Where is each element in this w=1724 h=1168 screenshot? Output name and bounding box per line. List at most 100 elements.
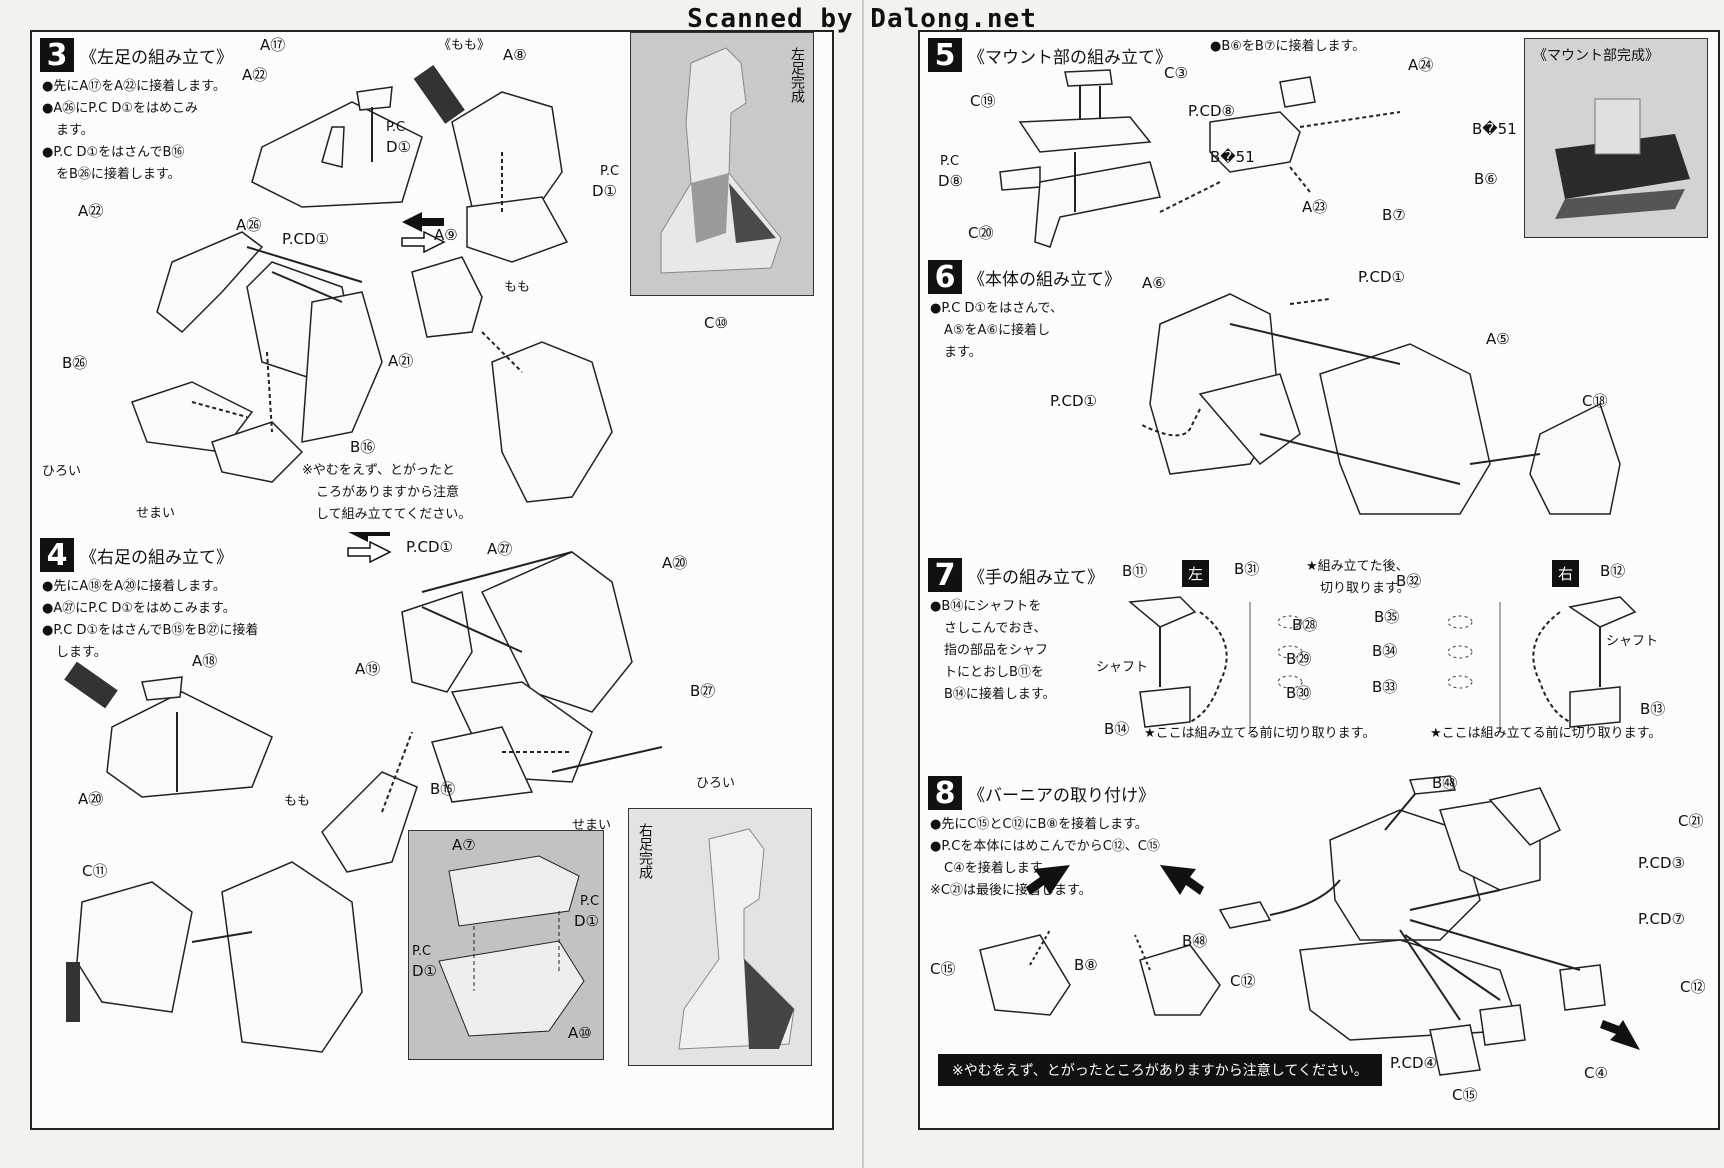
- step-title: 《バーニアの取り付け》: [968, 785, 1155, 806]
- part-label-b28: B㉘: [1292, 616, 1318, 634]
- part-label-b48: B㊽: [1432, 774, 1458, 792]
- shaft-label: シャフト: [1606, 634, 1659, 649]
- step-number: 7: [928, 558, 962, 593]
- step-number: 5: [928, 38, 962, 73]
- part-label-momo: もも: [504, 280, 531, 295]
- part-label-pcd4: P.CD④: [1390, 1054, 1437, 1072]
- part-label-b51: B�51: [1210, 148, 1255, 166]
- part-label-a19: A⑲: [355, 660, 381, 678]
- step-number: 6: [928, 260, 962, 295]
- mount-photo-image: [1555, 98, 1690, 219]
- part-label-pcd7: P.CD⑦: [1638, 910, 1685, 928]
- part-label-a22: A㉒: [78, 202, 104, 220]
- section-7-hands: 7 《手の組み立て》 ●B⑭にシャフトを さしこんでおき、 指の部品をシャフ ト…: [920, 552, 1716, 771]
- part-label-momo: 《もも》: [438, 38, 491, 53]
- section-7-diagram: [1128, 596, 1637, 732]
- left-page: 3 《左足の組み立て》 ●先にA⑰をA㉒に接着します。 ●A㉖にP.C D①をは…: [30, 30, 834, 1130]
- section-7-header: 7 《手の組み立て》: [928, 558, 1104, 593]
- part-label-pc: P.C: [412, 944, 432, 959]
- part-label-c18: C⑱: [1582, 392, 1608, 410]
- part-label-b12: B⑫: [1600, 562, 1626, 580]
- part-label-b34: B㉞: [1372, 642, 1398, 660]
- section-5-diagram: [999, 69, 1401, 248]
- photo-caption: 右足完成: [637, 823, 653, 879]
- part-label-a17: A⑰: [260, 36, 286, 54]
- part-label-pcd1: P.CD①: [406, 538, 453, 556]
- shaft-label: シャフト: [1096, 660, 1149, 675]
- part-label-b7: B⑦: [1382, 206, 1406, 224]
- step-instructions: ●B⑭にシャフトを さしこんでおき、 指の部品をシャフ トにとおしB⑪を B⑭に…: [930, 599, 1056, 702]
- section-8-diagram: [979, 775, 1640, 1076]
- part-label-d1: D①: [386, 138, 411, 156]
- part-label-a20: A⑳: [78, 790, 104, 808]
- right-leg-complete-photo: 右足完成: [628, 808, 812, 1066]
- part-label-b35: B㉟: [1374, 608, 1400, 626]
- part-label-b27: B㉗: [690, 682, 716, 700]
- part-label-c12: C⑫: [1230, 972, 1256, 990]
- part-label-b13: B⑬: [1640, 700, 1666, 718]
- part-label-d1: D①: [574, 912, 599, 930]
- part-label-a24: A㉔: [1408, 56, 1434, 74]
- part-label-b51: B�51: [1472, 120, 1517, 138]
- part-label-c10: C⑩: [704, 314, 728, 332]
- step-instructions: ●先にA⑰をA㉒に接着します。 ●A㉖にP.C D①をはめこみ ます。 ●P.C…: [42, 79, 226, 182]
- part-label-b16: B⑯: [350, 438, 376, 456]
- step-title: 《手の組み立て》: [968, 567, 1104, 588]
- thigh-detail-drawing: [438, 855, 585, 1037]
- part-label-b48: B㊽: [1182, 932, 1208, 950]
- part-label-d1: D①: [592, 182, 617, 200]
- part-label-b15: B⑮: [430, 780, 456, 798]
- left-leg-complete-photo: 左足完成: [630, 32, 814, 296]
- part-label-a9: A⑨: [434, 226, 458, 244]
- part-label-c15: C⑮: [1452, 1086, 1478, 1104]
- section-4-diagram: [64, 532, 663, 1053]
- cut-before-note: ★ここは組み立てる前に切り取ります。: [1430, 726, 1662, 741]
- part-label-c21: C㉑: [1678, 812, 1704, 830]
- step-number: 4: [40, 538, 74, 573]
- step-number: 3: [40, 38, 74, 73]
- part-label-pcd3: P.CD③: [1638, 854, 1685, 872]
- part-label-b26: B㉖: [62, 354, 88, 372]
- step-instructions: ●P.C D①をはさんで、 A⑤をA⑥に接着し ます。: [930, 301, 1063, 360]
- scanner-watermark: Scanned by Dalong.net: [687, 4, 1037, 34]
- part-label-pc: P.C: [386, 120, 406, 135]
- part-label-b30: B㉚: [1286, 684, 1312, 702]
- photo-caption: 左足完成: [789, 47, 805, 103]
- size-label-wide: ひろい: [42, 464, 82, 479]
- section-4-right-leg: 4 《右足の組み立て》 ●先にA⑱をA⑳に接着します。 ●A㉗にP.C D①をは…: [32, 532, 830, 1126]
- part-label-b11: B⑪: [1122, 562, 1148, 580]
- section-5-header: 5 《マウント部の組み立て》: [928, 38, 1172, 73]
- part-label-d8: D⑧: [938, 172, 963, 190]
- right-hand-tag: 右: [1552, 560, 1580, 587]
- part-label-pcd1: P.CD①: [282, 230, 329, 248]
- size-label-narrow: せまい: [572, 818, 612, 833]
- part-label-c4: C④: [1584, 1064, 1608, 1082]
- section-6-header: 6 《本体の組み立て》: [928, 260, 1121, 295]
- part-label-a21: A㉑: [388, 352, 414, 370]
- part-label-c19: C⑲: [970, 92, 996, 110]
- part-label-a10: A⑩: [568, 1024, 592, 1042]
- part-label-a18: A⑱: [192, 652, 218, 670]
- step-instructions: ●先にC⑮とC⑫にB⑧を接着します。 ●P.Cを本体にはめこんでからC⑫、C⑮ …: [930, 817, 1160, 898]
- step-instructions: ●B⑥をB⑦に接着します。: [1210, 39, 1366, 54]
- leg-photo-image: [678, 828, 795, 1050]
- part-label-b31: B㉛: [1234, 560, 1260, 578]
- left-hand-tag: 左: [1182, 560, 1210, 587]
- right-page: 5 《マウント部の組み立て》 ●B⑥をB⑦に接着します。 C③ C⑲ P: [918, 30, 1720, 1130]
- part-label-a23: A㉓: [1302, 198, 1328, 216]
- part-label-b6: B⑥: [1474, 170, 1498, 188]
- part-label-c20: C⑳: [968, 224, 994, 242]
- section-4-header: 4 《右足の組み立て》: [40, 538, 233, 573]
- warning-note: ※やむをえず、とがったと ころがありますから注意 して組み立ててください。: [302, 463, 472, 522]
- part-label-pcd8: P.CD⑧: [1188, 102, 1235, 120]
- section-8-header: 8 《バーニアの取り付け》: [928, 776, 1155, 811]
- part-label-b29: B㉙: [1286, 650, 1312, 668]
- part-label-b33: B㉝: [1372, 678, 1398, 696]
- section-8-vernier: 8 《バーニアの取り付け》 ●先にC⑮とC⑫にB⑧を接着します。 ●P.Cを本体…: [920, 770, 1716, 1126]
- part-label-momo: もも: [284, 794, 311, 809]
- mount-complete-photo: 《マウント部完成》: [1524, 38, 1708, 238]
- page-gutter: [862, 0, 864, 1168]
- section-3-diagram: [131, 64, 613, 503]
- step-title: 《左足の組み立て》: [80, 47, 233, 68]
- step-instructions: ●先にA⑱をA⑳に接着します。 ●A㉗にP.C D①をはめこみます。 ●P.C …: [42, 579, 259, 660]
